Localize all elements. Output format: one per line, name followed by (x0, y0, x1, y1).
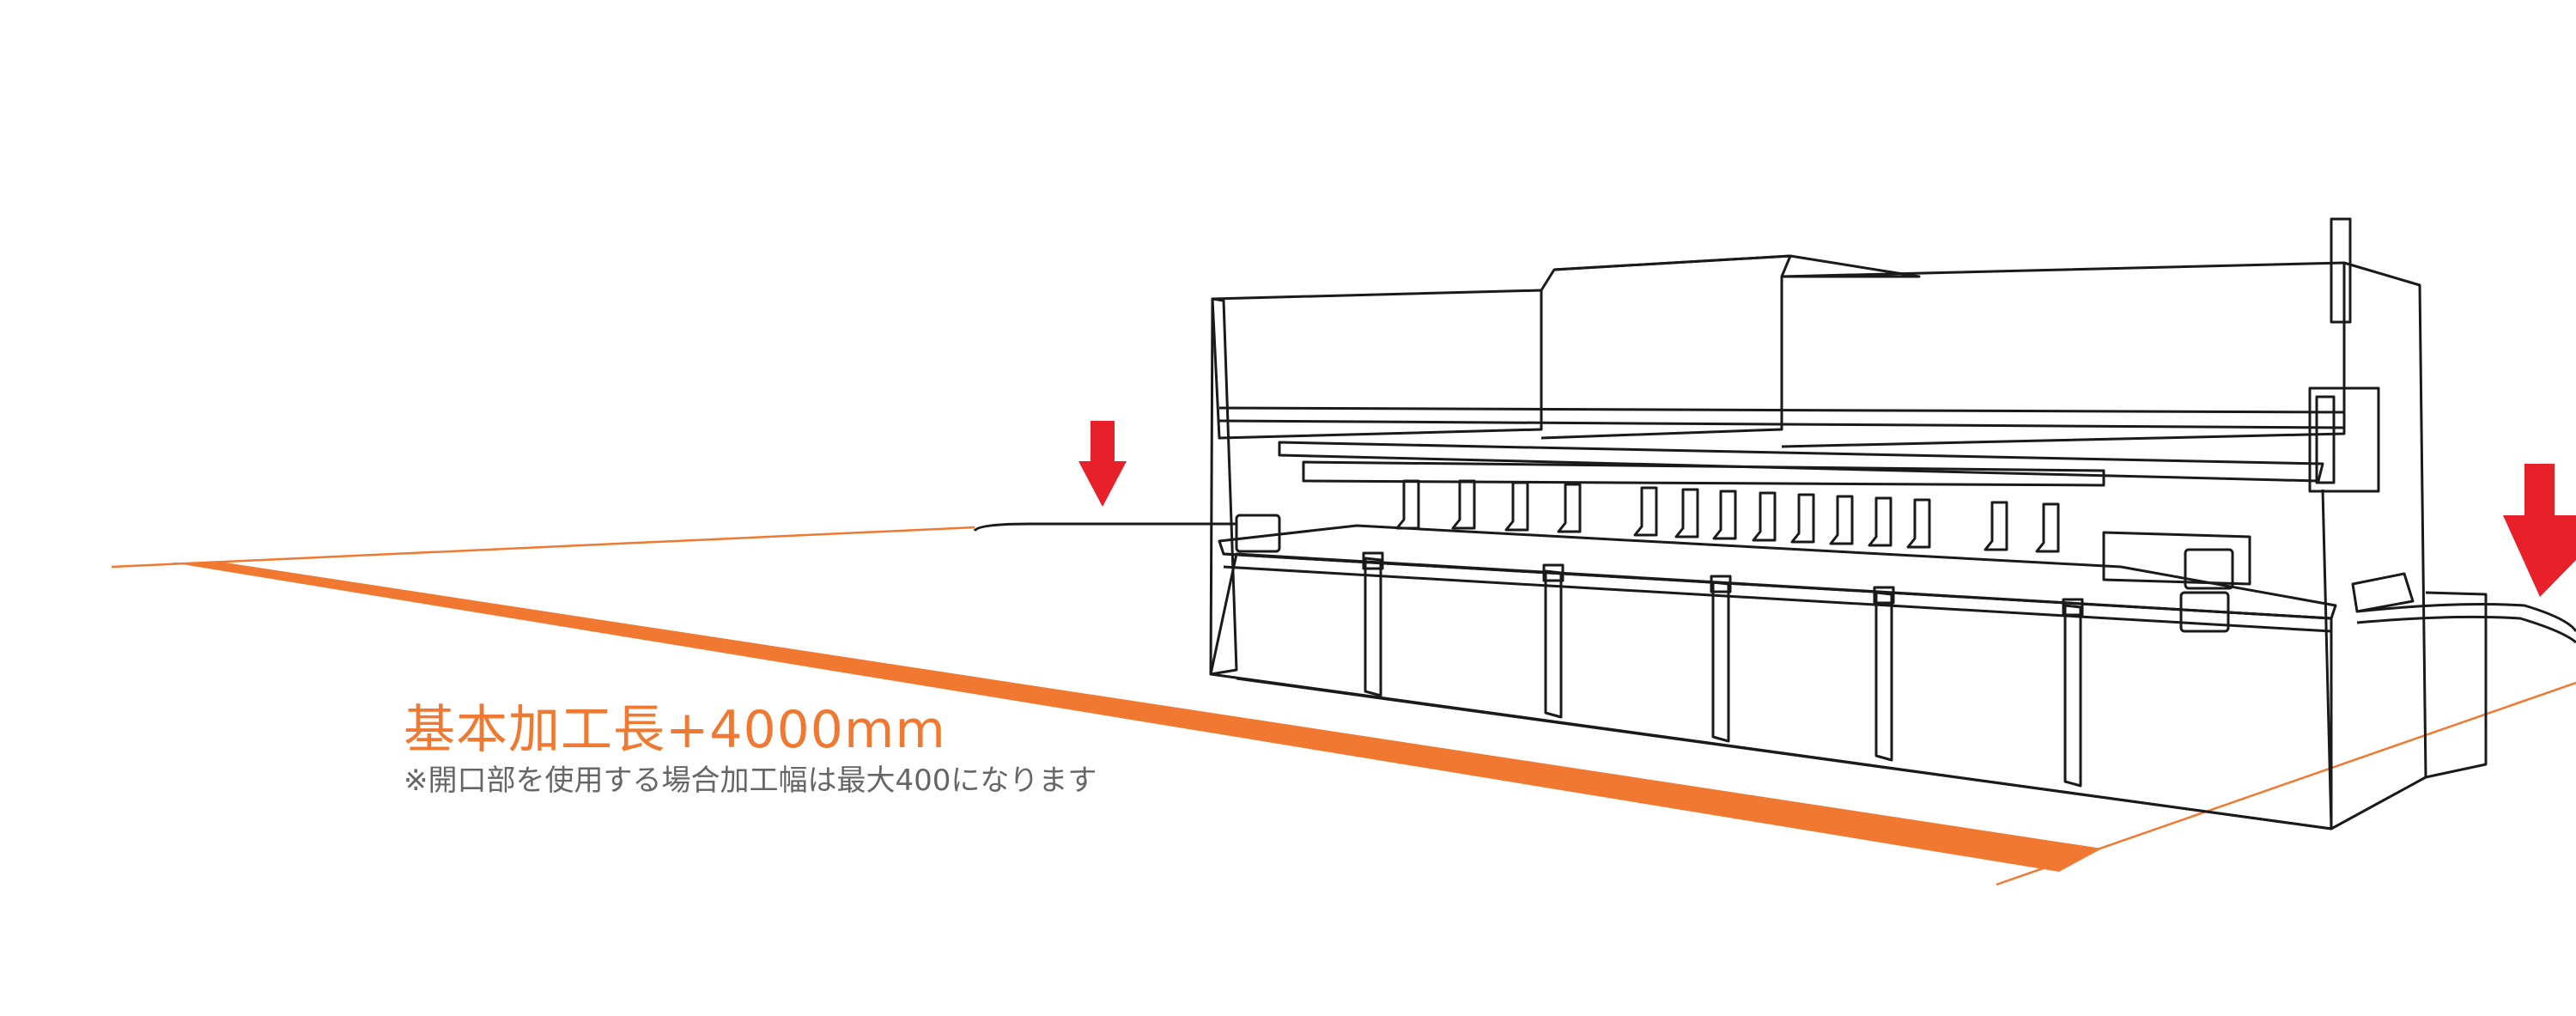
housing-band-bottom (1218, 419, 2345, 429)
clamp-block-right (2184, 548, 2234, 590)
base-bottom-edge (1236, 677, 2332, 830)
housing-right (1781, 261, 2346, 448)
outfeed-sheet (2356, 603, 2576, 632)
arrow-down-icon-right (2503, 464, 2576, 597)
orange-guide-line-left (111, 526, 975, 569)
beam-lower (1302, 460, 2105, 487)
clamp-block-left (1235, 514, 1281, 553)
side-frame-right (2321, 261, 2427, 830)
control-box (2308, 386, 2380, 493)
blade-beam (1278, 441, 2324, 483)
v-cut-machine (1209, 217, 2576, 830)
rear-bracket (2351, 572, 2415, 613)
housing-band-top (1218, 406, 2345, 414)
processing-length-label: 基本加工長+4000mm (404, 700, 946, 760)
arrow-down-icon (1078, 421, 1127, 507)
caption-block: 基本加工長+4000mm ※開口部を使用する場合加工幅は最大400になります (404, 700, 1097, 800)
outfeed-sheet-lower (2356, 615, 2576, 644)
housing-center-top (1553, 254, 1921, 278)
clamp-row (1395, 479, 2060, 553)
orange-guide-line-right (1996, 681, 2576, 886)
orange-floor-band (172, 563, 2102, 872)
workpiece-sheet-left (973, 522, 1236, 532)
rear-extension-right (2425, 591, 2488, 779)
machine-base (1209, 552, 2333, 830)
opening-note: ※開口部を使用する場合加工幅は最大400になります (404, 764, 1097, 798)
housing-center (1540, 254, 1792, 440)
column-post (2330, 217, 2352, 324)
housing-left (1211, 289, 1543, 440)
base-legs (1362, 551, 2084, 788)
work-table-top (1218, 524, 2337, 620)
extension-band (111, 526, 2576, 886)
cover-box-right (2102, 531, 2251, 586)
side-frame-left (1209, 297, 1238, 676)
table-edge-lower (1223, 565, 2332, 633)
control-box-panel (2315, 395, 2336, 484)
